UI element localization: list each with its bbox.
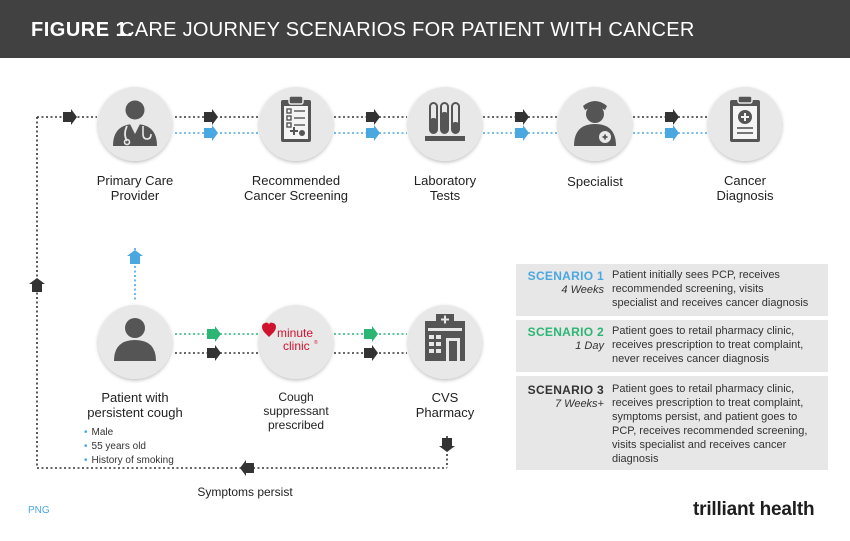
patient-label-line2: persistent cough (87, 405, 183, 420)
cvs-label-line2: Pharmacy (415, 405, 475, 420)
specialist-icon (574, 101, 616, 146)
minuteclinic-logo-word1: minute (277, 326, 313, 340)
scenario-1-panel: SCENARIO 1 4 Weeks Patient initially see… (516, 264, 828, 316)
scenario-3-description: Patient goes to retail pharmacy clinic, … (612, 382, 826, 466)
scenario-2-name: SCENARIO 2 (527, 325, 604, 339)
pcp-label-line2: Provider (110, 188, 160, 203)
minuteclinic-circle (259, 305, 333, 379)
specialist-label-line1: Specialist (567, 174, 623, 189)
scenario-3-line: receives prescription to treat complaint… (612, 397, 804, 409)
minuteclinic-logo-registered: ® (314, 339, 318, 346)
patient-attribute-text: History of smoking (91, 455, 174, 466)
scenario-1-name: SCENARIO 1 (527, 269, 604, 283)
person-icon (114, 318, 156, 361)
scenario-2-description: Patient goes to retail pharmacy clinic, … (612, 324, 826, 366)
minuteclinic-logo-word2: clinic (283, 339, 310, 353)
diagnosis-label: Cancer Diagnosis (685, 173, 805, 203)
specialist-label: Specialist (535, 174, 655, 189)
format-label: PNG (28, 505, 50, 516)
scenario-2-line: Patient goes to retail pharmacy clinic, (612, 325, 795, 337)
scenario-1-line: Patient initially sees PCP, receives (612, 269, 780, 281)
patient-label-line1: Patient with (101, 390, 169, 405)
pharmacy-building-icon (425, 314, 465, 361)
screening-label: Recommended Cancer Screening (226, 173, 366, 203)
cvs-label-line1: CVS (431, 390, 459, 405)
scenario-3-line: visits specialist and receives cancer (612, 439, 787, 451)
clipboard-icon (281, 95, 311, 142)
arrow-heads-green (207, 326, 378, 342)
scenario-3-line: PCP, receives recommended screening, (612, 425, 808, 437)
diagnosis-label-line2: Diagnosis (716, 188, 774, 203)
test-tubes-icon (425, 102, 465, 141)
symptoms-persist-label: Symptoms persist (197, 485, 293, 499)
heart-icon (262, 322, 276, 337)
scenario-3-line: symptoms persist, and patient goes to (612, 411, 798, 423)
scenario-3-duration: 7 Weeks+ (554, 398, 604, 410)
figure-label: FIGURE 1. (31, 19, 134, 41)
minuteclinic-logo: minute clinic ® (262, 322, 318, 353)
scenario-2-line: receives prescription to treat complaint… (612, 339, 804, 351)
pcp-label-line1: Primary Care (96, 173, 174, 188)
screening-label-line1: Recommended (251, 173, 341, 188)
patient-label: Patient with persistent cough (70, 390, 200, 420)
patient-attribute-text: 55 years old (91, 441, 146, 452)
screening-label-line2: Cancer Screening (243, 188, 349, 203)
minuteclinic-label-line3: prescribed (267, 418, 325, 432)
scenario-1-duration: 4 Weeks (561, 284, 604, 296)
arrow-heads-dark (29, 109, 679, 476)
scenario-3-name: SCENARIO 3 (527, 383, 604, 397)
brand-logo: trilliant health (693, 499, 815, 520)
figure-title: CARE JOURNEY SCENARIOS FOR PATIENT WITH … (120, 19, 695, 41)
lab-label-line1: Laboratory (413, 173, 477, 188)
patient-attribute-text: Male (91, 427, 114, 438)
diagnosis-label-line1: Cancer (724, 173, 766, 188)
figure-header: FIGURE 1. CARE JOURNEY SCENARIOS FOR PAT… (0, 0, 850, 58)
scenario-2-panel: SCENARIO 2 1 Day Patient goes to retail … (516, 320, 828, 372)
minuteclinic-label: Cough suppressant prescribed (236, 390, 356, 432)
minuteclinic-label-line1: Cough (278, 390, 314, 404)
patient-attribute: •Male (84, 427, 114, 438)
scenario-2-line: never receives cancer diagnosis (612, 353, 770, 365)
pcp-label: Primary Care Provider (75, 173, 195, 203)
arrow-heads-blue (127, 125, 679, 264)
scenario-1-line: recommended screening, visits (612, 283, 764, 295)
minuteclinic-label-line2: suppressant (263, 404, 329, 418)
patient-attribute: •55 years old (84, 441, 146, 452)
scenario-2-duration: 1 Day (575, 340, 604, 352)
scenario-1-description: Patient initially sees PCP, receives rec… (612, 268, 826, 310)
scenario-3-line: Patient goes to retail pharmacy clinic, (612, 383, 795, 395)
scenario-1-line: specialist and receives cancer diagnosis (612, 297, 809, 309)
patient-attribute: •History of smoking (84, 455, 174, 466)
lab-label: Laboratory Tests (385, 173, 505, 203)
lab-label-line2: Tests (429, 188, 461, 203)
medical-chart-icon (730, 95, 760, 142)
scenario-3-panel: SCENARIO 3 7 Weeks+ Patient goes to reta… (516, 376, 828, 470)
cvs-label: CVS Pharmacy (385, 390, 505, 420)
doctor-icon (113, 100, 157, 146)
scenario-3-line: diagnosis (612, 453, 659, 465)
